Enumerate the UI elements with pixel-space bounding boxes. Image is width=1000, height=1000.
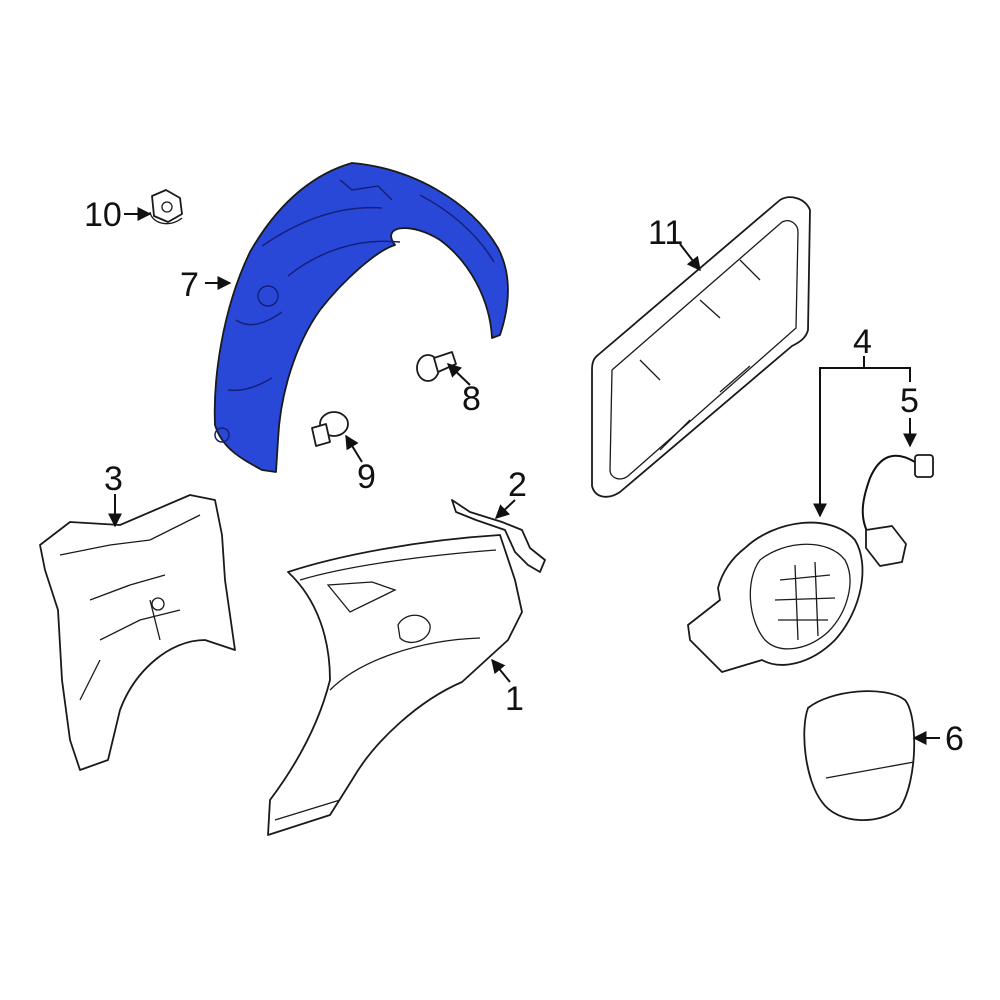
panel-ribs (639, 259, 761, 451)
liner-rib-5 (235, 311, 283, 326)
leader-lines (108, 207, 940, 745)
housing-grid (774, 561, 836, 641)
callout-labels: 1 2 3 4 5 6 7 8 9 10 11 (84, 196, 964, 758)
inner-panel-hole (151, 597, 165, 611)
callout-3: 3 (104, 460, 123, 498)
leader-9 (345, 434, 363, 463)
nut-hole (161, 201, 173, 213)
liner-rib-6 (227, 377, 273, 392)
part-1-quarter-panel[interactable] (267, 534, 523, 836)
wheelhouse-liner-body (213, 162, 509, 473)
callout-6: 6 (945, 720, 964, 758)
callout-9: 9 (357, 458, 376, 496)
liner-rib-2 (287, 240, 401, 277)
quarter-panel-body (267, 534, 523, 836)
panel-inner (609, 220, 799, 480)
liner-grommet (257, 285, 279, 307)
part-10-nut[interactable] (149, 189, 183, 225)
callout-8: 8 (462, 380, 481, 418)
liner-grommet-2 (214, 427, 230, 443)
callout-5: 5 (900, 382, 919, 420)
callout-7: 7 (180, 266, 199, 304)
inner-panel-body (39, 494, 236, 771)
callout-4: 4 (853, 323, 872, 361)
bracket-body (451, 499, 546, 573)
panel-frame (591, 196, 811, 498)
callout-10: 10 (84, 196, 122, 234)
fuel-door-crease (825, 761, 915, 779)
callout-11: 11 (648, 214, 683, 252)
callout-2: 2 (508, 466, 527, 504)
housing-outer (687, 521, 864, 673)
inner-panel-detail (59, 514, 201, 701)
part-8-bolt[interactable] (416, 351, 457, 382)
leader-8 (446, 363, 471, 386)
callout-1: 1 (505, 680, 524, 718)
nut-body (151, 189, 183, 223)
cable (861, 454, 916, 541)
actuator-connector (914, 454, 934, 478)
liner-rib-1 (261, 206, 383, 247)
part-2-bracket[interactable] (451, 499, 546, 573)
leader-1 (491, 658, 511, 683)
part-9-clip[interactable] (311, 411, 349, 447)
liner-rib-4 (419, 194, 495, 263)
liner-rib-3 (339, 179, 393, 201)
fuel-door-body (803, 690, 916, 821)
leader-11 (679, 243, 701, 272)
part-4-fuel-filler-housing[interactable] (687, 521, 864, 673)
fuel-door-opening (397, 614, 431, 643)
leader-2 (494, 499, 516, 519)
part-3-inner-quarter-panel[interactable] (39, 494, 236, 771)
housing-inner (749, 543, 851, 650)
quarter-panel-lines (274, 549, 497, 821)
quarter-window (326, 581, 397, 613)
part-11-panel[interactable] (591, 196, 811, 498)
part-7-wheelhouse-liner[interactable] (213, 162, 509, 473)
part-6-fuel-door[interactable] (803, 690, 916, 821)
actuator-body (865, 525, 907, 567)
part-5-actuator-cable[interactable] (861, 454, 934, 567)
clip-stem (311, 423, 331, 447)
